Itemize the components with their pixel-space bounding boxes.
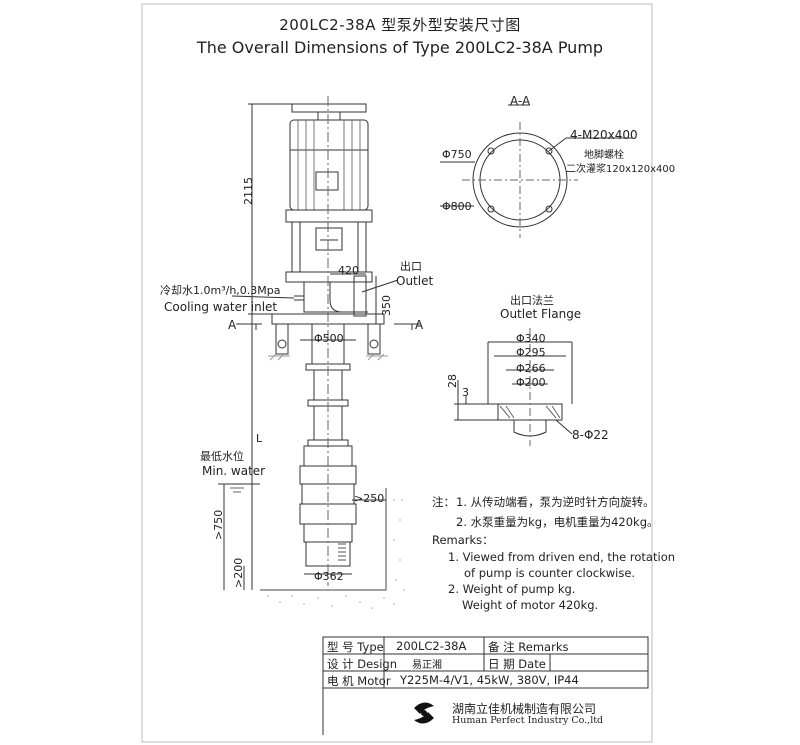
tb-design-label: 设 计 Design	[327, 657, 398, 671]
company-name-en: Human Perfect Industry Co.,ltd	[452, 715, 604, 726]
flange-title-cn: 出口法兰	[510, 294, 554, 307]
ground-stipple	[267, 499, 405, 609]
sheet-border	[141, 3, 653, 743]
leader-cooling	[231, 295, 295, 299]
tb-design-value: 易正湘	[412, 660, 442, 671]
dim-362-label: Φ362	[314, 570, 344, 583]
flange-d200-label: Φ200	[516, 376, 546, 389]
outlet-en: Outlet	[396, 274, 434, 288]
title-block-grid	[322, 636, 649, 735]
motor-body	[289, 119, 369, 211]
flange-t28-label: 28	[446, 374, 459, 388]
cooling-water-en: Cooling water inlet	[164, 300, 278, 314]
dim-750-label: >750	[212, 509, 225, 540]
min-water-cn: 最低水位	[200, 450, 244, 463]
section-aa-label: A-A	[510, 94, 531, 108]
company-logo-icon	[414, 702, 434, 724]
plan-anchor-label: 地脚螺栓	[584, 150, 624, 161]
flange-holes-label: 8-Φ22	[572, 428, 609, 442]
tb-remarks-label: 备 注 Remarks	[488, 640, 569, 654]
notes-cn-prefix: 注：	[432, 495, 455, 509]
flange-section	[454, 328, 573, 446]
plan-bolts-label: 4-M20x400	[570, 128, 638, 142]
leader-bolts	[548, 137, 567, 152]
plan-view	[440, 104, 632, 238]
plan-d800-label: Φ800	[442, 200, 472, 213]
tb-motor-label: 电 机 Motor	[327, 674, 391, 688]
remarks-en-2a: 2. Weight of pump kg.	[448, 582, 576, 596]
notes-cn-2: 2. 水泵重量为kg，电机重量为420kg。	[456, 515, 659, 529]
dim-420-label: 420	[338, 264, 359, 277]
title-english: The Overall Dimensions of Type 200LC2-38…	[196, 38, 604, 57]
dim-L-label: L	[256, 432, 263, 445]
flange-d340-label: Φ340	[516, 332, 546, 345]
outlet-flange-side	[353, 275, 367, 317]
tb-type-value: 200LC2-38A	[396, 639, 467, 653]
plan-outer-circle	[472, 132, 568, 228]
dim-200-label: >200	[232, 557, 245, 588]
plan-d750-label: Φ750	[442, 148, 472, 161]
dim-250-label: >250	[354, 492, 385, 505]
remarks-en-2b: Weight of motor 420kg.	[462, 598, 599, 612]
dim-2115-label: 2115	[242, 177, 255, 205]
tb-date-label: 日 期 Date	[488, 657, 546, 671]
flange-t3-label: 3	[462, 386, 469, 399]
remarks-heading: Remarks：	[432, 533, 494, 547]
cooling-water-cn: 冷却水1.0m³/h,0.3Mpa	[160, 284, 281, 297]
section-mark-right: A	[415, 318, 424, 332]
motor-fan-cap	[291, 103, 367, 113]
remarks-en-1b: of pump is counter clockwise.	[464, 566, 636, 580]
coupling	[315, 227, 343, 251]
section-mark-left: A	[228, 318, 237, 332]
pump-elevation	[218, 96, 420, 591]
outlet-cn: 出口	[400, 260, 422, 273]
dim-350-label: 350	[380, 295, 393, 316]
discharge-head	[303, 281, 355, 313]
leader-outlet	[361, 279, 399, 293]
leader-holes	[555, 419, 573, 435]
terminal-box	[315, 171, 339, 191]
dim-500-label: Φ500	[314, 332, 344, 345]
remarks-en-1a: 1. Viewed from driven end, the rotation	[448, 550, 676, 564]
tb-type-label: 型 号 Type	[327, 640, 384, 654]
title-chinese: 200LC2-38A 型泵外型安装尺寸图	[279, 16, 521, 34]
flange-d266-label: Φ266	[516, 362, 546, 375]
company-name-cn: 湖南立佳机械制造有限公司	[452, 702, 597, 716]
flange-d295-label: Φ295	[516, 346, 546, 359]
min-water-en: Min. water	[202, 464, 266, 478]
notes-cn-1: 1. 从传动端看，泵为逆时针方向旋转。	[456, 495, 655, 509]
plan-grout-label: 二次灌浆120x120x400	[566, 164, 676, 175]
tb-motor-value: Y225M-4/V1, 45kW, 380V, IP44	[400, 673, 579, 687]
flange-title-en: Outlet Flange	[500, 307, 582, 321]
